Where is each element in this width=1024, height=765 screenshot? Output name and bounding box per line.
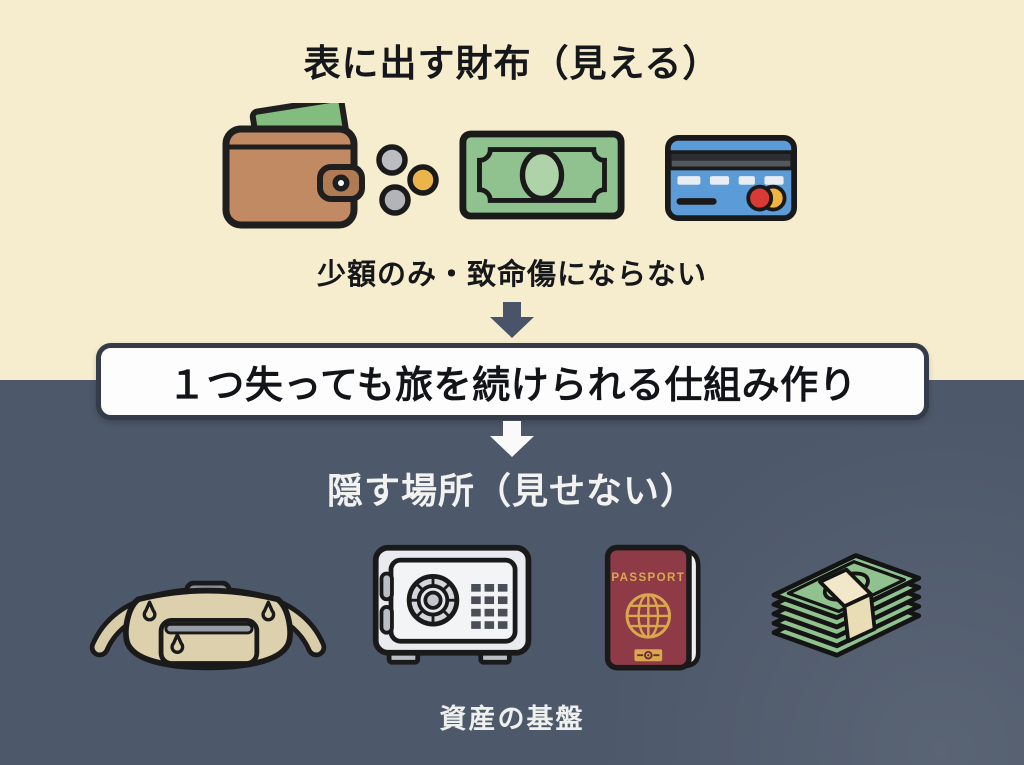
banner-label: １つ失っても旅を続けられる仕組み作り <box>167 365 858 407</box>
top-subtitle: 少額のみ・致命傷にならない <box>316 259 707 291</box>
bottom-title: 隠す場所（見せない） <box>326 470 697 511</box>
system-banner: １つ失っても旅を続けられる仕組み作り <box>96 343 929 420</box>
cash-stack-icon <box>752 548 936 675</box>
wallet-icon <box>220 103 366 231</box>
bottom-caption: 資産の基盤 <box>439 704 585 734</box>
passport-label: PASSPORT <box>611 572 685 584</box>
banknote-icon <box>459 130 625 220</box>
passport-icon: PASSPORT <box>600 542 704 676</box>
top-title: 表に出す財布（見える） <box>303 43 721 84</box>
arrow-down-dark-icon <box>488 302 536 338</box>
safe-icon <box>368 542 540 668</box>
money-belt-icon <box>88 540 328 676</box>
credit-card-icon <box>664 134 798 222</box>
coins-icon <box>372 143 444 221</box>
arrow-down-light-icon <box>488 421 536 457</box>
